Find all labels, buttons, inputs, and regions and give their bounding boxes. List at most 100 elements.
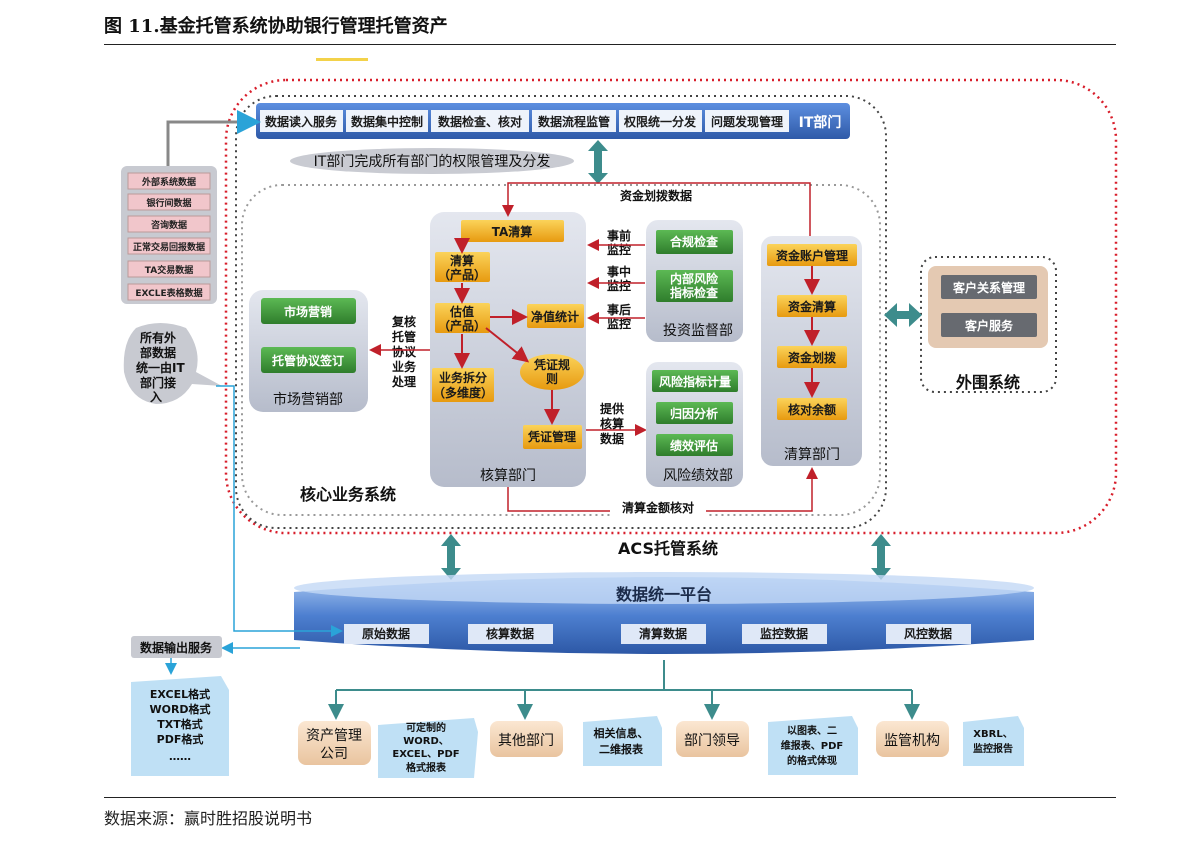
- ext-input-2: [127, 193, 211, 211]
- platform-item-2-label: 核算数据: [486, 626, 534, 641]
- inv-item-1-label: 合规检查: [670, 234, 719, 249]
- voucher-mgmt-box: [523, 425, 582, 449]
- consumer-3-name: 部门领导: [684, 733, 740, 749]
- it-service-3: [431, 110, 529, 132]
- inv-item-2-label: 内部风险指标检查: [670, 271, 719, 300]
- fund-transfer-label: 资金划拨数据: [620, 188, 692, 203]
- core-system-label: 核心业务系统: [300, 485, 396, 504]
- accounting-dept-label: 核算部门: [480, 468, 536, 484]
- data-output-label: 数据输出服务: [140, 640, 213, 655]
- consumer-2-name: 其他部门: [498, 733, 554, 749]
- marketing-item-2-label: 托管协议签订: [272, 353, 344, 368]
- top-rule: [104, 44, 1116, 45]
- risk-item-3: [656, 434, 733, 456]
- consumer-4-desc: XBRL、监控报告: [973, 729, 1013, 755]
- peripheral-item-2-label: 客户服务: [964, 318, 1014, 333]
- peripheral-item-2: [941, 313, 1037, 337]
- clearing-item-4-label: 核对余额: [788, 402, 836, 417]
- external-inputs-list: 外部系统数据 银行间数据 咨询数据 正常交易回报数据 TA交易数据 EXCLE表…: [127, 172, 211, 301]
- consumer-3-box: [676, 721, 749, 757]
- marketing-item-2: [261, 347, 356, 373]
- platform-label: 数据统一平台: [616, 585, 712, 604]
- peripheral-label: 外围系统: [955, 373, 1020, 392]
- consumer-1-name: 资产管理公司: [306, 728, 362, 762]
- marketing-dept-label: 市场营销部: [273, 391, 343, 408]
- clearing-item-2: [777, 295, 847, 317]
- provide-data-label: 提供核算数据: [600, 401, 624, 446]
- acs-label: ACS托管系统: [618, 539, 718, 558]
- ext-input-1: [127, 172, 211, 190]
- acs-platform-arrow-right: [871, 534, 891, 580]
- split-box: [432, 368, 494, 402]
- monitor-label-3: 事后监控: [607, 302, 631, 331]
- review-note: 复核 托管 协议 业务 处理: [391, 314, 420, 389]
- figure-title: 图 11.基金托管系统协助银行管理托管资产: [104, 16, 448, 37]
- ta-clearing-label: TA清算: [492, 224, 533, 239]
- platform-top: [294, 572, 1034, 604]
- bottom-rule: [104, 797, 1116, 798]
- risk-dept-label: 风险绩效部: [663, 468, 733, 484]
- acs-boundary: [224, 78, 1118, 535]
- output-formats-panel: [131, 676, 229, 776]
- inv-item-2: [656, 270, 733, 302]
- consumer-2-desc-panel: [583, 716, 662, 766]
- ext-input-1-label: 外部系统数据: [141, 176, 196, 188]
- platform-item-1: [344, 624, 429, 644]
- ext-input-3-label: 咨询数据: [151, 219, 187, 231]
- platform-item-3-label: 清算数据: [639, 626, 687, 641]
- monitor-label-2: 事中监控: [607, 264, 631, 293]
- external-note-bubble: [123, 323, 222, 404]
- clearing-item-3-label: 资金划拨: [788, 350, 837, 365]
- output-format-1: EXCEL格式: [150, 687, 210, 701]
- external-to-platform-line: [216, 385, 343, 637]
- platform-item-2: [468, 624, 553, 644]
- it-service-1-label: 数据读入服务: [265, 114, 338, 129]
- it-dept-label: IT部门: [799, 114, 842, 131]
- consumer-4-desc-panel: [963, 716, 1024, 766]
- fund-transfer-bg: [598, 188, 714, 204]
- ext-input-3: [127, 215, 211, 233]
- permission-note: IT部门完成所有部门的权限管理及分发: [314, 154, 551, 170]
- ext-input-6: [127, 283, 211, 301]
- source-note: 数据来源：赢时胜招股说明书: [104, 809, 313, 828]
- clearing-product-label: 清算（产品）: [438, 253, 486, 282]
- it-service-5: [619, 110, 702, 132]
- accounting-flow-arrows: [454, 238, 560, 425]
- it-service-4-label: 数据流程监管: [538, 114, 610, 129]
- risk-item-2-label: 归因分析: [670, 406, 718, 421]
- acs-platform-arrow-left: [441, 534, 461, 580]
- output-format-3: TXT格式: [157, 717, 203, 731]
- risk-item-3-label: 绩效评估: [670, 438, 718, 453]
- platform-item-5: [886, 624, 971, 644]
- output-format-4: PDF格式: [157, 732, 204, 746]
- ext-input-5-label: TA交易数据: [145, 264, 193, 276]
- it-service-3-label: 数据检查、核对: [438, 114, 522, 129]
- clearing-check-label: 清算金额核对: [622, 500, 694, 515]
- inner-boundary: [235, 95, 887, 529]
- consumer-2-box: [490, 721, 563, 757]
- it-services: 数据读入服务 数据集中控制 数据检查、核对 数据流程监管 权限统一分发 问题发现…: [260, 110, 789, 132]
- risk-item-1-label: 风险指标计量: [659, 374, 731, 389]
- valuation-product-box: [435, 303, 490, 333]
- permission-pill: [290, 148, 574, 174]
- marketing-item-1-label: 市场营销: [284, 304, 332, 319]
- it-service-4: [532, 110, 616, 132]
- peripheral-double-arrow: [884, 303, 922, 327]
- clearing-check-bg: [610, 500, 706, 516]
- ext-input-4: [127, 237, 211, 255]
- clearing-item-1-label: 资金账户管理: [776, 248, 848, 263]
- ext-input-2-label: 银行间数据: [146, 197, 191, 209]
- peripheral-item-1-label: 客户关系管理: [952, 280, 1025, 295]
- output-format-5: ……: [169, 750, 191, 763]
- ta-clearing-box: [461, 220, 564, 242]
- platform-items: 原始数据 核算数据 清算数据 监控数据 风控数据: [344, 624, 971, 644]
- split-label: 业务拆分（多维度）: [433, 370, 493, 400]
- monitor-label-1: 事前监控: [607, 228, 631, 257]
- it-service-1: [260, 110, 343, 132]
- valuation-product-label: 估值（产品）: [438, 304, 486, 333]
- platform-item-5-label: 风控数据: [904, 626, 952, 641]
- fund-transfer-line: [502, 182, 811, 246]
- ext-input-6-label: EXCLE表格数据: [135, 287, 202, 299]
